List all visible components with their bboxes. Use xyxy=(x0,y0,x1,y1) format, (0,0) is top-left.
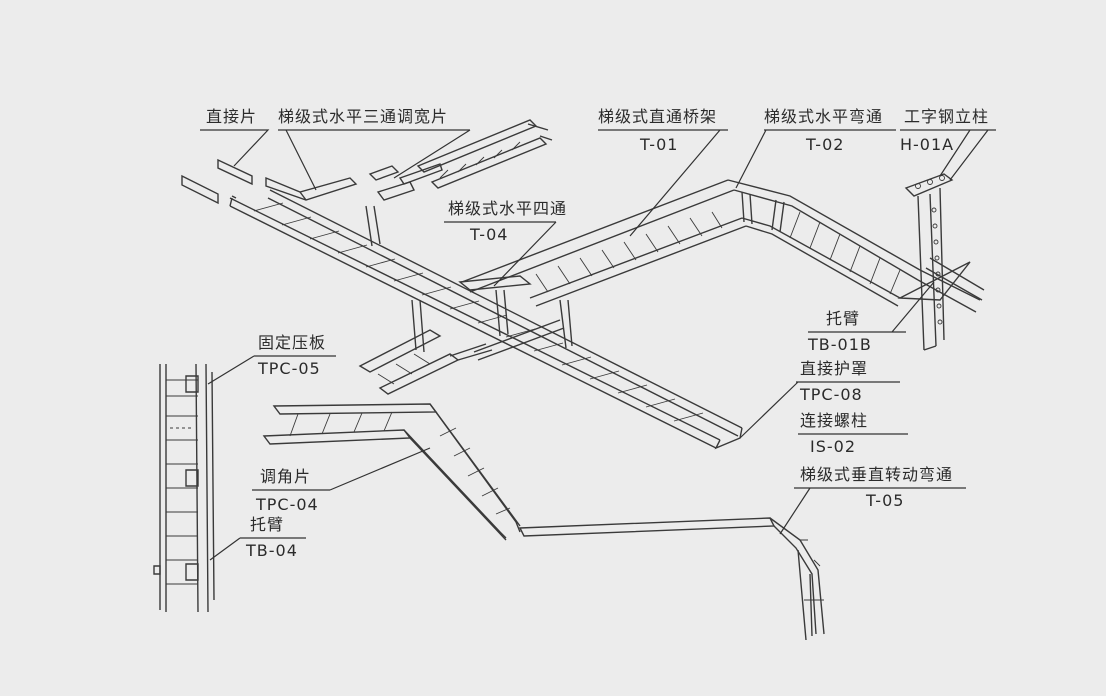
upper-right-ladder xyxy=(461,179,985,313)
label-direct-cover-code: TPC-08 xyxy=(800,385,863,404)
label-angle-adjust-code: TPC-04 xyxy=(256,495,319,514)
horizontal-cross xyxy=(365,205,573,361)
label-horizontal-bend-code: T-02 xyxy=(806,135,845,154)
label-bracket-b: 托臂 xyxy=(826,309,861,328)
main-diagonal-ladder xyxy=(229,189,743,450)
label-i-beam-column-code: H-01A xyxy=(900,135,955,154)
leader-lines xyxy=(200,129,996,561)
lower-ladder xyxy=(262,403,825,641)
direct-joint-parts xyxy=(181,158,253,205)
label-connect-bolt-code: IS-02 xyxy=(810,437,857,456)
vertical-left-tray xyxy=(153,363,215,613)
label-straight-tray: 梯级式直通桥架 xyxy=(598,107,718,126)
label-horizontal-tee-adjust: 梯级式水平三通调宽片 xyxy=(278,107,449,126)
label-horizontal-cross-code: T-04 xyxy=(470,225,509,244)
i-beam-column xyxy=(897,173,971,351)
label-direct-joint: 直接片 xyxy=(206,107,258,126)
label-bracket-code: TB-04 xyxy=(246,541,298,560)
label-bracket-b-code: TB-01B xyxy=(808,335,872,354)
label-angle-adjust: 调角片 xyxy=(260,467,312,486)
label-bracket: 托臂 xyxy=(250,515,285,534)
tee-adjust-plate xyxy=(265,163,443,201)
label-vertical-turn-bend: 梯级式垂直转动弯通 xyxy=(800,465,954,484)
upper-back-ladder xyxy=(416,119,553,189)
label-horizontal-bend: 梯级式水平弯通 xyxy=(764,107,884,126)
label-horizontal-cross: 梯级式水平四通 xyxy=(448,199,568,218)
label-straight-tray-code: T-01 xyxy=(640,135,679,154)
label-connect-bolt: 连接螺柱 xyxy=(800,411,869,430)
label-fixing-plate-code: TPC-05 xyxy=(258,359,321,378)
lower-left-ladder xyxy=(358,329,493,395)
label-i-beam-column: 工字钢立柱 xyxy=(904,107,990,126)
label-fixing-plate: 固定压板 xyxy=(258,333,327,352)
label-direct-cover: 直接护罩 xyxy=(800,359,869,378)
label-vertical-turn-bend-code: T-05 xyxy=(866,491,905,510)
